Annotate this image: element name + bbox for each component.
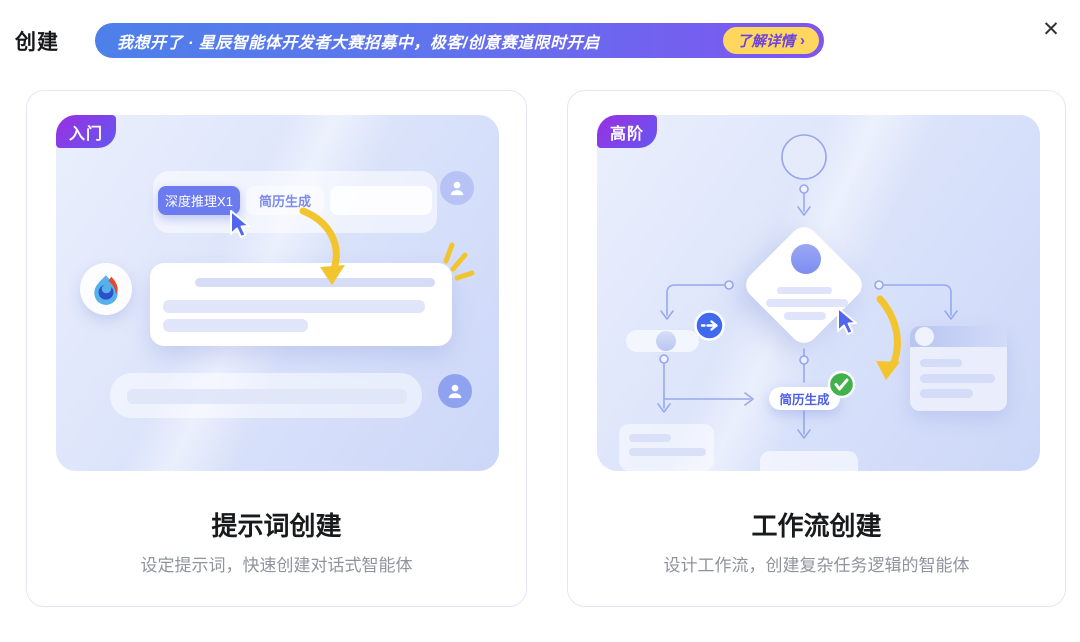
diamond-avatar-circle [791, 244, 821, 274]
skeleton-line [163, 319, 308, 332]
tag-empty [330, 186, 432, 215]
workflow-diamond-node [740, 221, 868, 349]
tag-deep-reasoning: 深度推理X1 [158, 186, 240, 215]
skeleton-line [195, 278, 435, 287]
skeleton-line [629, 434, 671, 442]
user-avatar-icon [438, 374, 472, 408]
skeleton-line [920, 374, 995, 383]
spark-logo-icon [80, 263, 132, 315]
card-title-workflow: 工作流创建 [751, 511, 882, 541]
workflow-end-node [760, 451, 858, 471]
chevron-right-icon: › [800, 32, 805, 49]
promo-banner-text: 我想开了 · 星辰智能体开发者大赛招募中，极客/创意赛道限时开启 [117, 34, 600, 52]
badge-beginner: 入门 [56, 115, 117, 148]
card-title-prompt: 提示词创建 [211, 511, 342, 541]
card-prompt-create[interactable]: 入门 深度推理X1 简历生成 [26, 90, 527, 607]
doc-card-header [910, 326, 1007, 347]
close-icon: ✕ [1042, 17, 1060, 41]
skeleton-line [163, 300, 425, 313]
skeleton-line [784, 312, 826, 320]
skeleton-line [920, 359, 962, 367]
toggle-node [626, 330, 699, 352]
skeleton-line [920, 389, 973, 398]
skeleton-line [777, 287, 832, 294]
page-title: 创建 [15, 31, 59, 54]
mini-doc-node [619, 424, 714, 471]
close-button[interactable]: ✕ [1038, 16, 1064, 42]
card-workflow-create[interactable]: 高阶 [567, 90, 1066, 607]
user-avatar-icon [440, 171, 474, 205]
doc-card-node [910, 326, 1007, 411]
workflow-illustration-panel: 高阶 [597, 115, 1040, 471]
resume-node: 简历生成 [769, 387, 840, 410]
badge-advanced: 高阶 [597, 115, 658, 148]
skeleton-line [766, 299, 848, 307]
card-subtitle-workflow: 设计工作流，创建复杂任务逻辑的智能体 [663, 556, 970, 575]
toggle-knob [656, 331, 676, 351]
input-bar [110, 373, 422, 418]
skeleton-line [629, 448, 706, 456]
promo-cta-label: 了解详情 [737, 34, 795, 50]
tag-resume-generate: 简历生成 [246, 186, 324, 215]
doc-card-knob [915, 327, 934, 346]
skeleton-line [127, 389, 407, 404]
chat-bubble [150, 263, 452, 346]
prompt-illustration-panel: 入门 深度推理X1 简历生成 [56, 115, 499, 471]
promo-banner[interactable]: 我想开了 · 星辰智能体开发者大赛招募中，极客/创意赛道限时开启 了解详情 › [95, 23, 824, 58]
promo-cta-button[interactable]: 了解详情 › [723, 27, 819, 54]
card-subtitle-prompt: 设定提示词，快速创建对话式智能体 [140, 556, 413, 575]
